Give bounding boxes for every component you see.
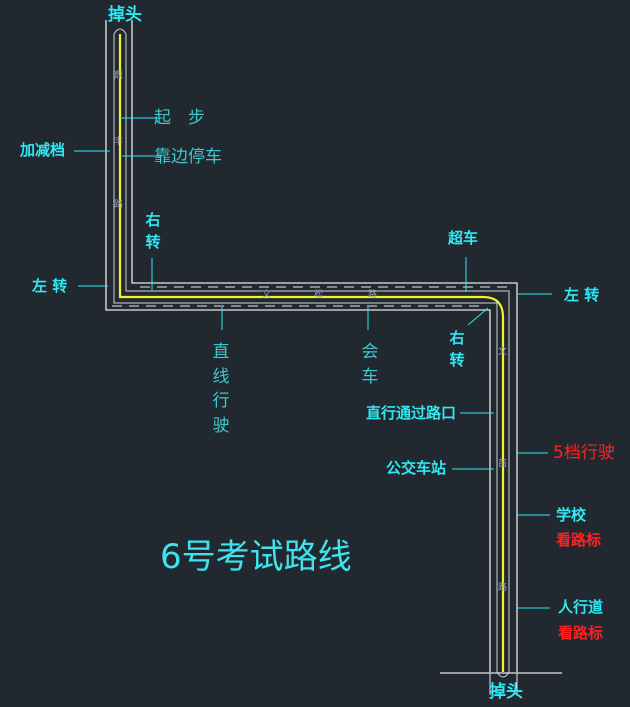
road-inner-edge: [131, 20, 518, 672]
leader-right-turn-2: [467, 307, 489, 326]
school-label: 学校: [556, 506, 587, 524]
intersection-label: 直行通过路口: [366, 404, 457, 422]
lane-line-inner: [125, 34, 510, 672]
bus-stop-label: 公交车站: [386, 459, 447, 477]
crosswalk-label: 人行道: [558, 598, 604, 616]
diagram-title: 6号考试路线: [160, 537, 352, 577]
crosswalk-sign-label: 看路标: [558, 624, 604, 642]
lane-line-left: [113, 34, 497, 304]
straight-drive-label: 直线行驶: [212, 342, 230, 436]
left-turn-2-label: 左 转: [564, 286, 600, 304]
road-char-left-1: 鼎: [114, 71, 124, 81]
overtake-label: 超车: [448, 229, 479, 247]
road-char-h-3: 路: [368, 290, 378, 300]
right-turn-2-label: 右转: [449, 329, 465, 369]
bottom-uturn-label: 掉头: [489, 682, 523, 702]
road-outer-edge: [105, 20, 491, 672]
road-char-right-1: 文: [498, 347, 508, 357]
road-char-h-1: 文: [262, 290, 272, 300]
right-turn-1-label: 右转: [145, 211, 161, 251]
road-char-right-2: 苗: [498, 459, 508, 469]
road-char-left-2: 丰: [114, 137, 124, 147]
top-uturn-label: 掉头: [108, 5, 142, 25]
top-uturn-arc: [113, 28, 127, 35]
road-char-right-3: 路: [498, 583, 508, 593]
leader-lines: [74, 117, 552, 609]
school-sign-label: 看路标: [556, 531, 602, 549]
left-turn-1-label: 左 转: [32, 277, 68, 295]
fifth-gear-label: 5档行驶: [553, 443, 615, 463]
road-char-left-3: 路: [114, 200, 124, 210]
gear-change-label: 加减档: [20, 141, 66, 159]
meet-car-label: 会车: [361, 342, 379, 387]
road-char-h-2: 松: [314, 290, 324, 300]
pull-over-label: 靠边停车: [154, 147, 222, 167]
start-label: 起 步: [154, 108, 205, 128]
center-line: [118, 34, 505, 672]
